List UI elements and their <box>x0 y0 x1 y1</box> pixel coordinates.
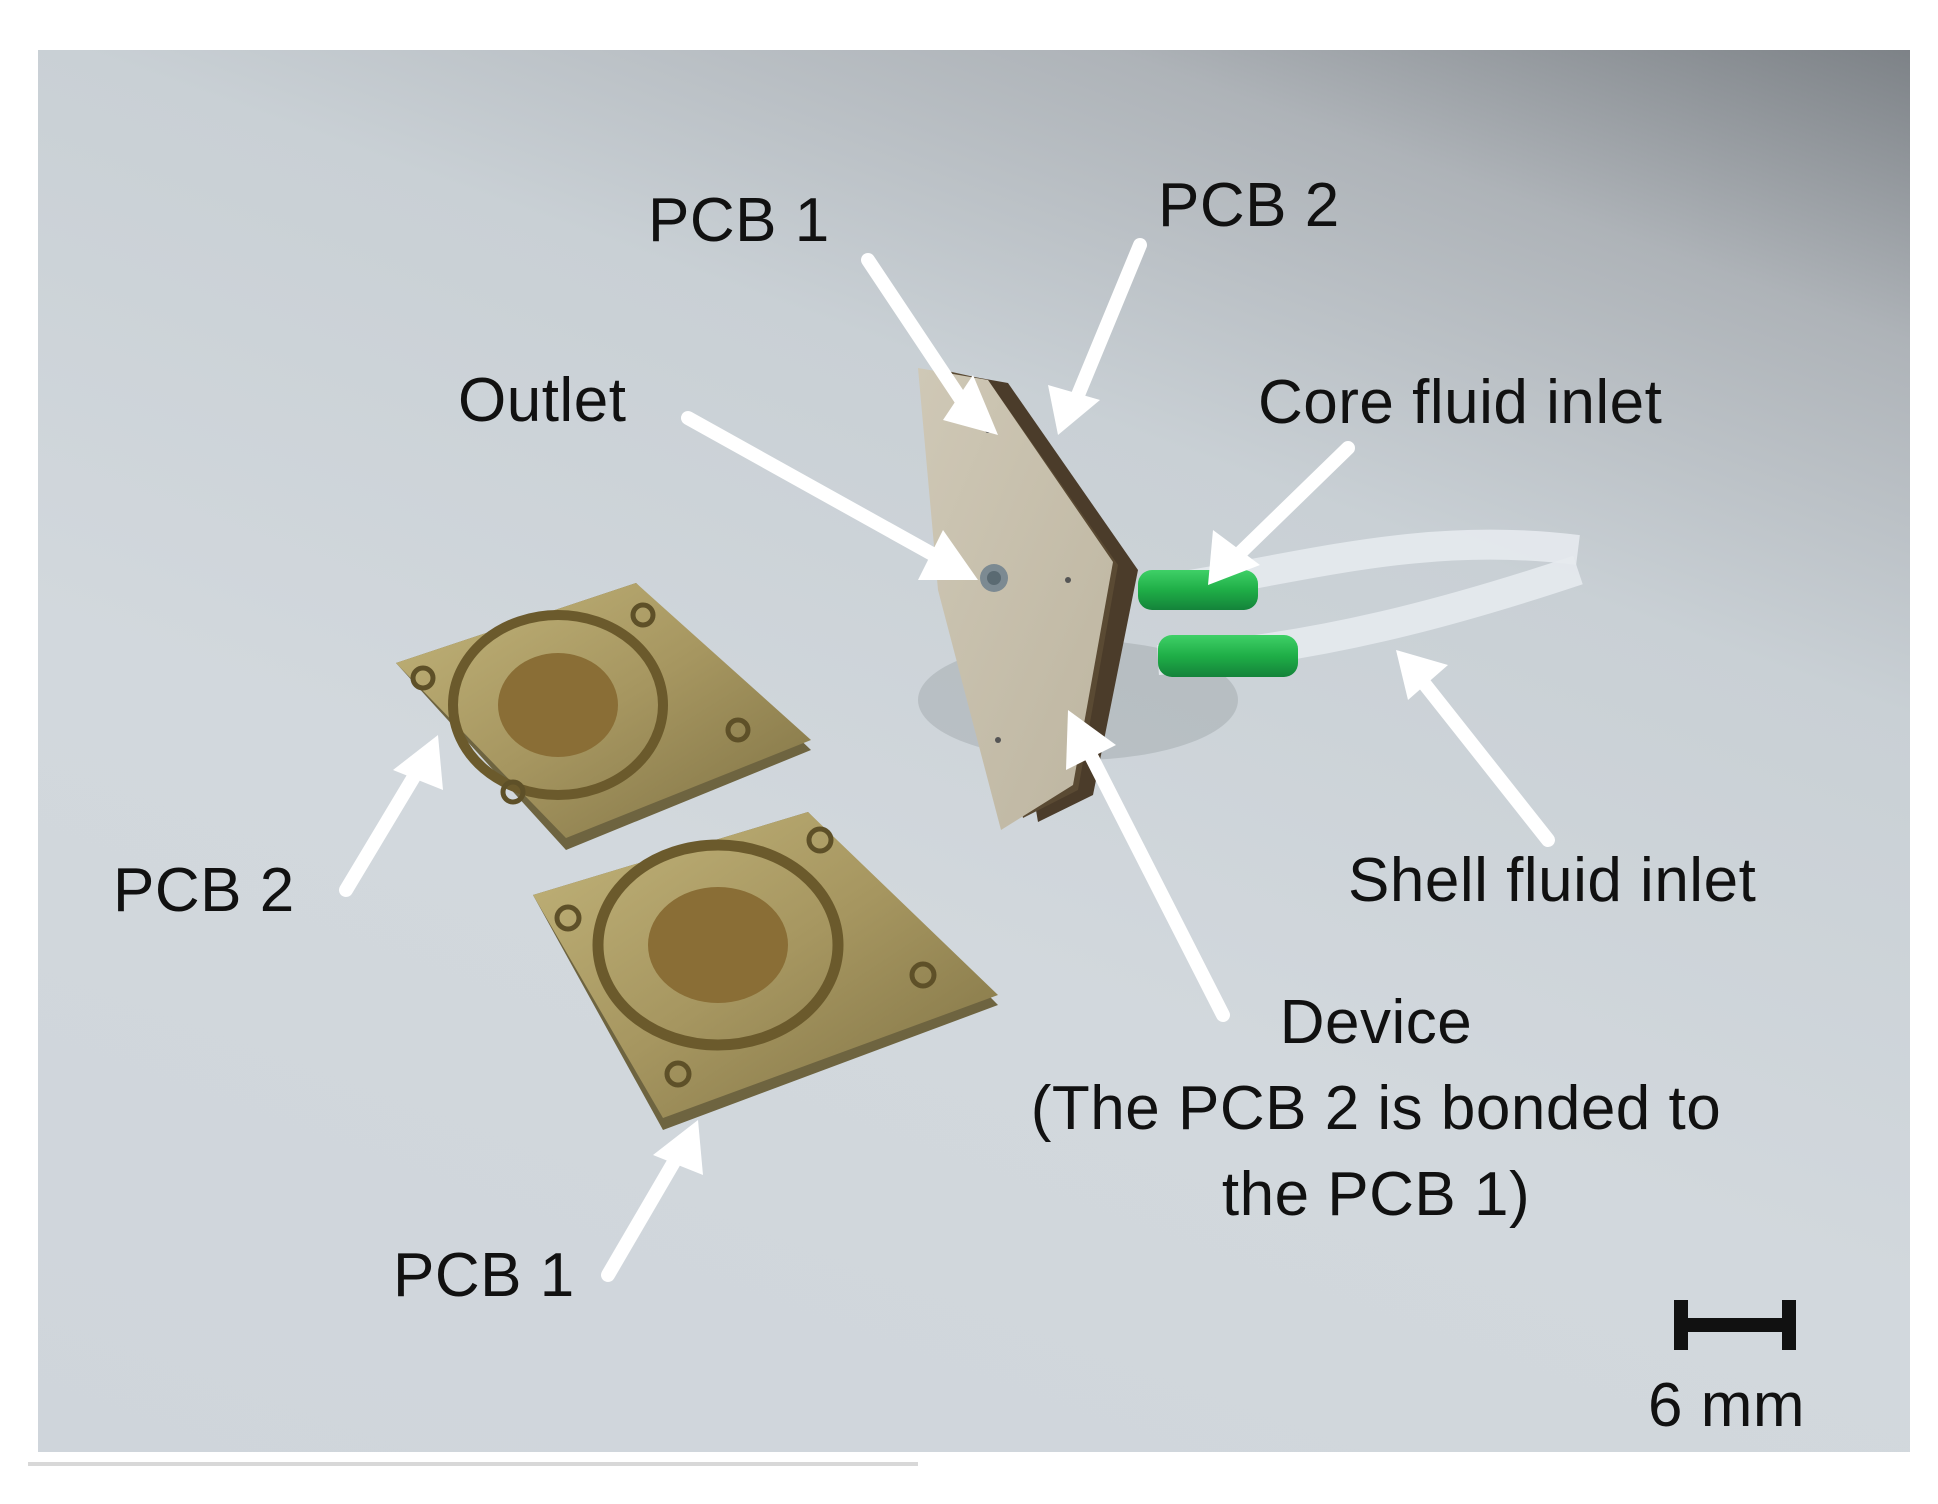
arrow-outlet <box>681 411 950 567</box>
label-device-line3: the PCB 1) <box>1221 1160 1531 1229</box>
label-device: Device (The PCB 2 is bonded to the PCB 1… <box>1031 980 1721 1238</box>
label-device-line2: (The PCB 2 is bonded to <box>1030 1074 1722 1143</box>
label-outlet: Outlet <box>458 366 627 435</box>
arrow-shell-inlet <box>1416 675 1555 847</box>
arrowhead-pcb2-top <box>1048 385 1100 435</box>
arrowhead-device <box>1066 710 1116 770</box>
arrow-pcb2-top <box>1071 238 1147 402</box>
pcb2-chip <box>396 583 811 850</box>
arrowhead-shell-inlet <box>1396 650 1448 700</box>
arrow-pcb2-left <box>339 763 425 897</box>
label-pcb2-left: PCB 2 <box>113 856 295 925</box>
arrow-core-inlet <box>1231 441 1355 562</box>
label-device-line1: Device <box>1279 988 1473 1057</box>
scale-bar-label: 6 mm <box>1648 1371 1805 1440</box>
arrow-pcb1-bottom <box>601 1148 685 1282</box>
device-assembly <box>918 368 1138 830</box>
arrow-pcb1-top <box>861 253 975 417</box>
label-core-fluid-inlet: Core fluid inlet <box>1258 368 1663 437</box>
photo: PCB 1 PCB 2 Outlet Core fluid inlet Shel… <box>38 50 1910 1452</box>
arrowhead-pcb1-bottom <box>653 1120 703 1175</box>
arrow-device <box>1081 743 1230 1022</box>
arrowhead-pcb2-left <box>393 735 443 790</box>
bottom-divider <box>28 1462 918 1466</box>
tubing <box>1138 529 1583 677</box>
label-pcb1-bottom: PCB 1 <box>393 1241 575 1310</box>
device-photo-illustration <box>339 238 1796 1350</box>
arrowhead-pcb1-top <box>943 375 998 435</box>
arrowhead-outlet <box>918 530 978 580</box>
scale-bar <box>1674 1300 1796 1350</box>
label-pcb2-top: PCB 2 <box>1158 171 1340 240</box>
label-shell-fluid-inlet: Shell fluid inlet <box>1348 846 1757 915</box>
label-pcb1-top: PCB 1 <box>648 186 830 255</box>
pcb1-chip <box>533 812 998 1130</box>
arrowhead-core-inlet <box>1208 530 1260 585</box>
